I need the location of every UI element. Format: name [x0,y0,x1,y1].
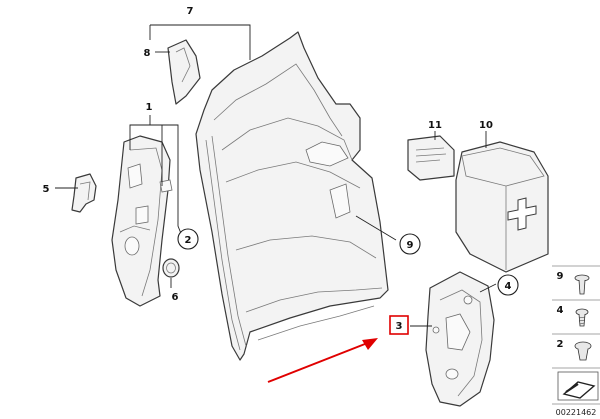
reference-number: 00221462 [556,408,597,417]
callout-5: 5 [43,184,50,195]
screw-icon [575,308,589,327]
callout-7: 7 [187,6,194,17]
callout-3: 3 [396,321,403,332]
legend-number-4: 4 [557,305,564,316]
callout-2: 2 [185,235,192,246]
part-10-first-aid-kit [455,141,549,273]
fastener-legend: 9 4 2 00221462 [552,265,600,417]
bracket-symbol-icon [557,371,599,401]
part-1-left-pillar-trim [111,135,173,307]
part-7-trunk-side-trim [195,31,389,361]
legend-number-9: 9 [557,271,564,282]
part-5-bracket [71,173,97,213]
clip-icon [574,274,590,295]
callout-10: 10 [479,120,493,131]
callout-6: 6 [172,292,179,303]
callout-2-circle [177,228,199,250]
highlight-arrow [267,338,378,383]
part-3-right-pillar-trim [425,271,495,407]
part-8-upper-trim [167,39,201,105]
callout-8: 8 [144,48,151,59]
callout-3-box [389,315,409,335]
part-11-label-plate [407,135,455,181]
callout-11: 11 [428,120,442,131]
callout-9-circle [399,233,421,255]
callout-9: 9 [407,240,414,251]
part-6-plug [162,258,180,278]
callout-1: 1 [146,102,153,113]
callout-4: 4 [505,281,512,292]
legend-number-2: 2 [557,339,564,350]
expanding-rivet-icon [574,341,592,361]
callout-4-circle [497,274,519,296]
leader-lines [55,24,497,327]
